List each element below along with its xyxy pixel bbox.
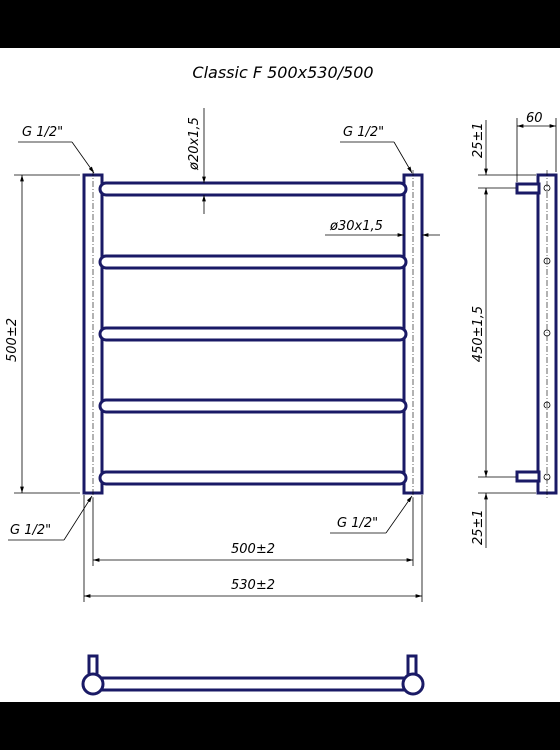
rail: [98, 254, 408, 270]
rail: [98, 326, 408, 342]
thread-label-top-left: G 1/2": [22, 125, 63, 140]
technical-drawing: Classic F 500x530/500 ø20x1,5 ø30x1,5 G …: [5, 63, 558, 696]
drawing-sheet: Classic F 500x530/500 ø20x1,5 ø30x1,5 G …: [0, 48, 560, 702]
top-rail: [90, 676, 414, 692]
side-axis-distance-label: 450±1,5: [471, 306, 486, 362]
side-connector-bottom: [515, 470, 541, 483]
side-depth-label: 60: [526, 111, 543, 126]
rail-diameter-label: ø20x1,5: [187, 117, 202, 171]
rails: [98, 181, 408, 486]
axis-width-label: 500±2: [231, 542, 275, 557]
thread-label-bottom-left: G 1/2": [10, 523, 51, 538]
height-label: 500±2: [5, 318, 20, 362]
side-connector-top: [515, 182, 541, 195]
side-bottom-offset-label: 25±1: [471, 509, 486, 545]
rail: [98, 470, 408, 486]
top-upright-left: [81, 672, 105, 696]
overall-width-label: 530±2: [231, 578, 275, 593]
thread-label-bottom-right: G 1/2": [337, 516, 378, 531]
side-view: 60 25±1 450±1,5 25±1: [471, 111, 558, 548]
upright-diameter-label: ø30x1,5: [329, 219, 383, 234]
top-upright-right: [401, 672, 425, 696]
thread-label-top-right: G 1/2": [343, 125, 384, 140]
drawing-title: Classic F 500x530/500: [192, 63, 373, 82]
front-view: ø20x1,5 ø30x1,5 G 1/2" G 1/2" G 1/2" G 1…: [5, 108, 440, 602]
top-view: [81, 654, 425, 696]
rail: [98, 398, 408, 414]
side-top-offset-label: 25±1: [471, 122, 486, 158]
rail: [98, 181, 408, 197]
